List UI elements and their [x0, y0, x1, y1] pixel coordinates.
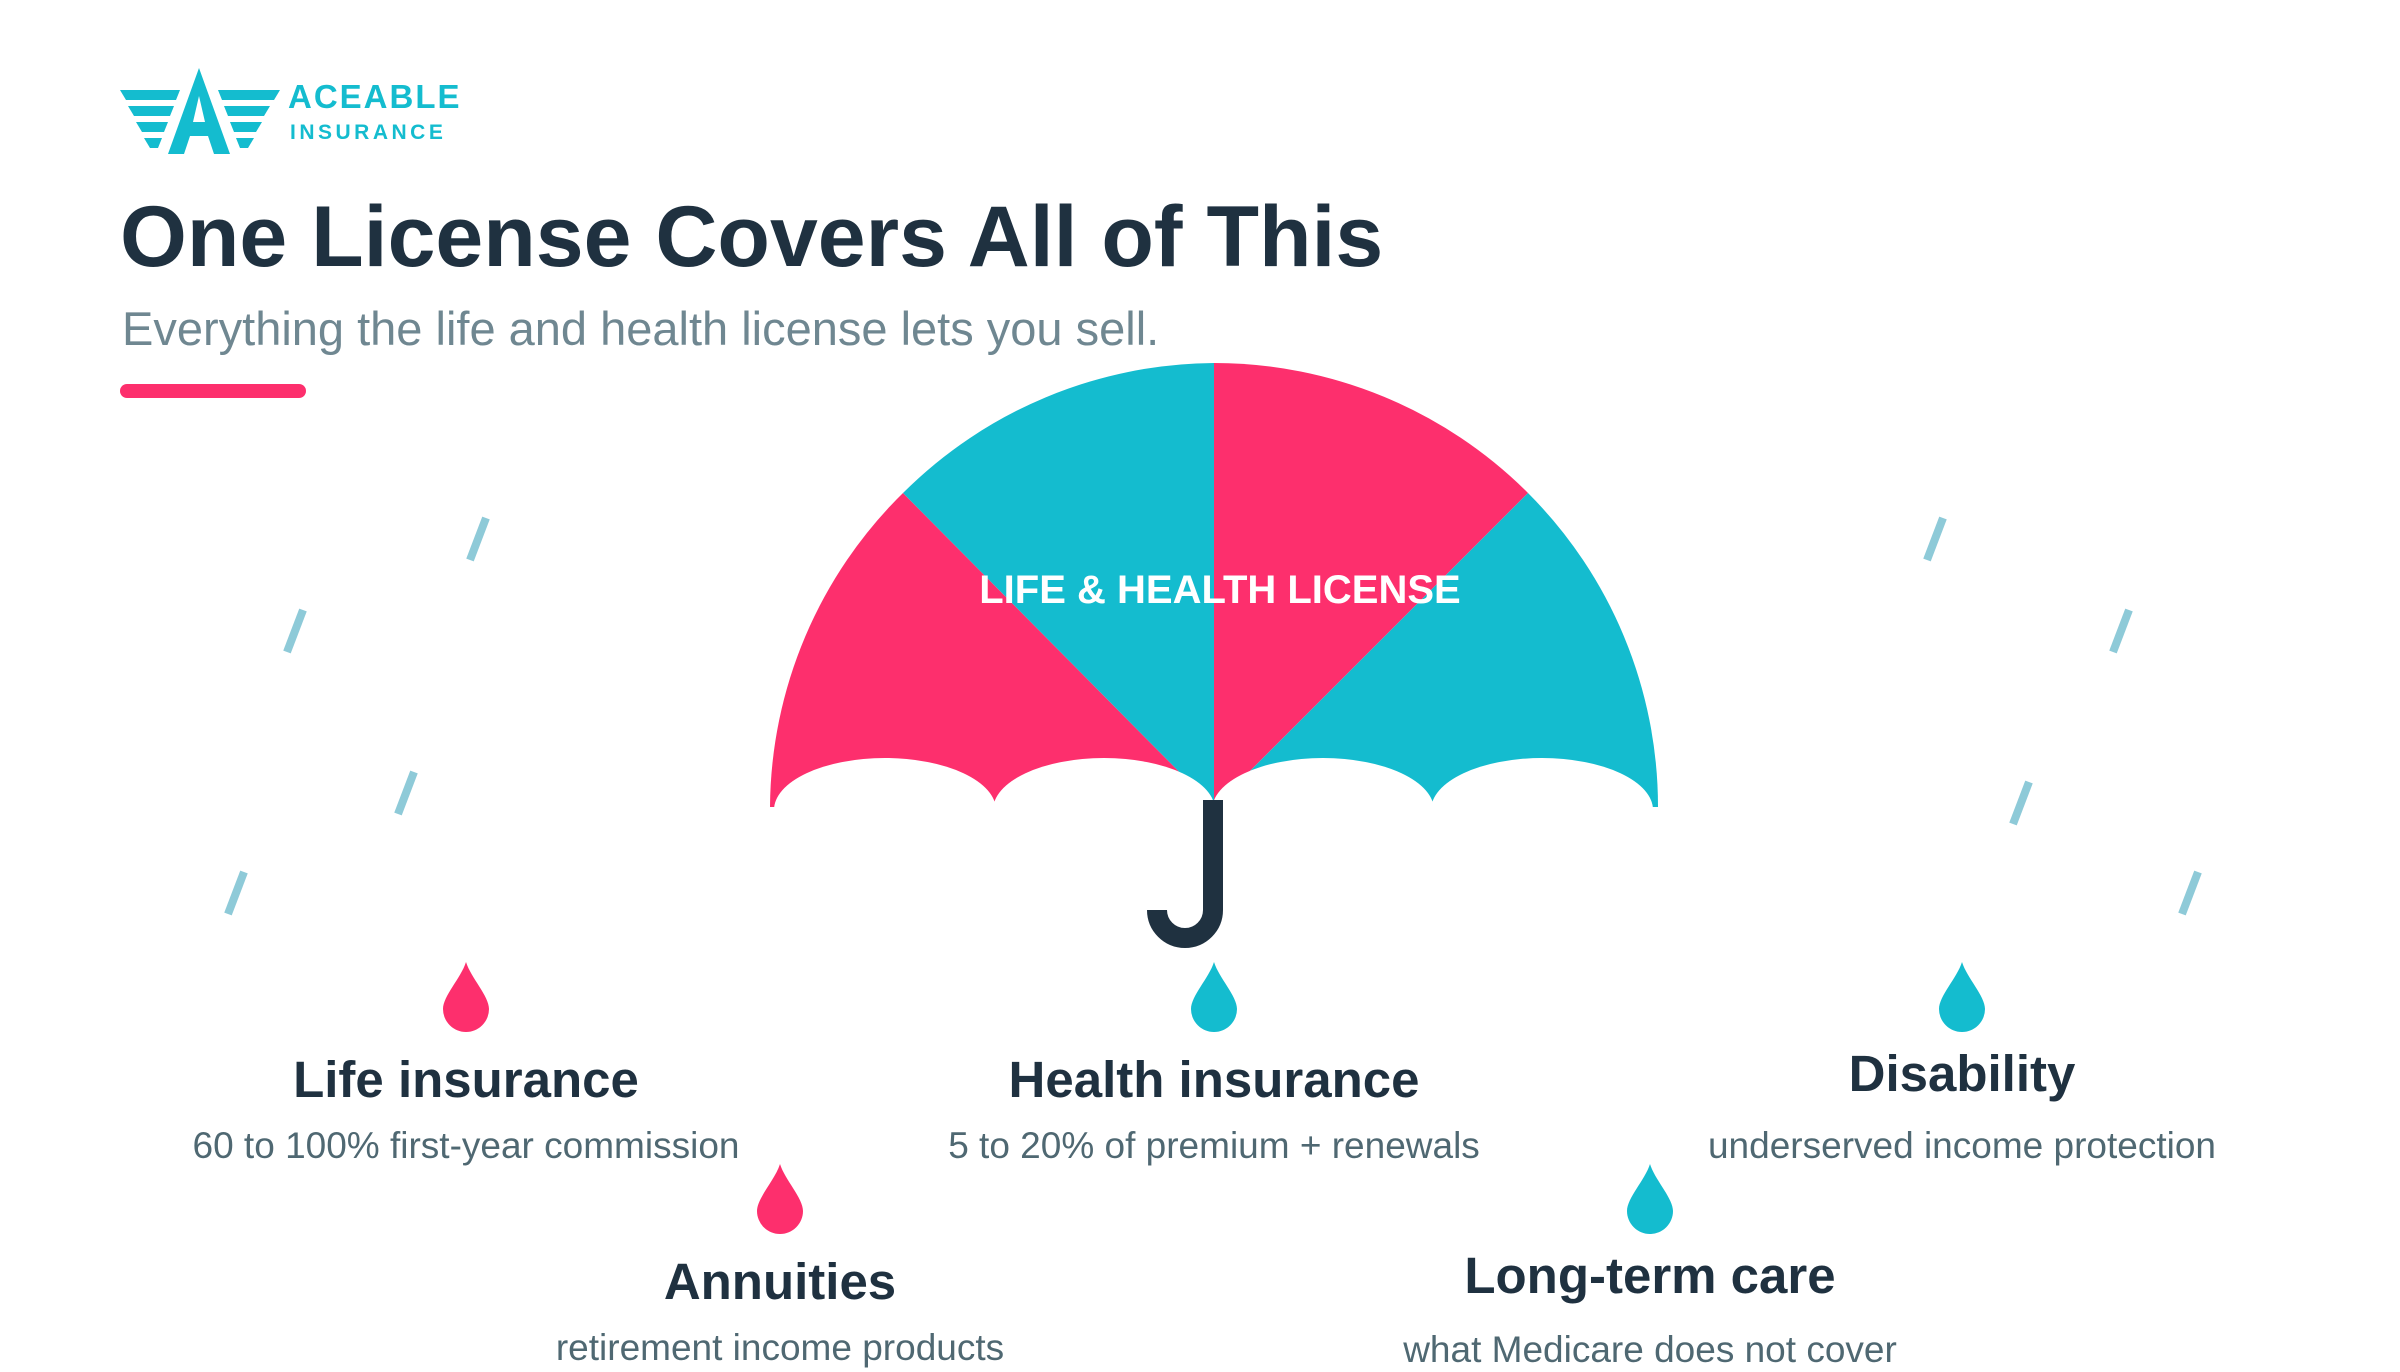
- brand-subname: INSURANCE: [290, 121, 447, 144]
- brand-name: ACEABLE: [288, 78, 462, 115]
- droplet-icon: [443, 962, 489, 1032]
- page-subtitle: Everything the life and health license l…: [122, 302, 1160, 355]
- item-title: Life insurance: [293, 1051, 639, 1108]
- rain-streaks: [224, 516, 2202, 916]
- item-life-insurance: Life insurance 60 to 100% first-year com…: [86, 962, 846, 1168]
- item-title: Health insurance: [1008, 1051, 1420, 1108]
- droplet-icon: [1627, 1164, 1673, 1234]
- umbrella-canopy: [770, 362, 1658, 807]
- umbrella-label: LIFE & HEALTH LICENSE: [979, 568, 1461, 612]
- item-long-term-care: Long-term care what Medicare does not co…: [1270, 1164, 2030, 1372]
- item-description: retirement income products: [555, 1327, 1005, 1369]
- droplet-icon: [1191, 962, 1237, 1032]
- umbrella-handle: [1147, 800, 1223, 948]
- page-title: One License Covers All of This: [120, 189, 1384, 285]
- aceable-wing-logo-icon: [120, 68, 280, 154]
- accent-underline: [120, 384, 306, 398]
- item-title: Disability: [1848, 1045, 2076, 1102]
- item-annuities: Annuities retirement income products: [400, 1164, 1160, 1370]
- item-description: 5 to 20% of premium + renewals: [948, 1125, 1480, 1167]
- brand-logo: ACEABLE INSURANCE: [118, 66, 460, 156]
- item-description: underserved income protection: [1707, 1125, 2216, 1167]
- item-health-insurance: Health insurance 5 to 20% of premium + r…: [834, 962, 1594, 1168]
- item-description: 60 to 100% first-year commission: [192, 1125, 740, 1167]
- item-title: Long-term care: [1464, 1247, 1836, 1304]
- item-description: what Medicare does not cover: [1403, 1329, 1897, 1371]
- droplet-icon: [757, 1164, 803, 1234]
- droplet-icon: [1939, 962, 1985, 1032]
- item-disability: Disability underserved income protection: [1582, 962, 2342, 1168]
- item-title: Annuities: [663, 1253, 897, 1310]
